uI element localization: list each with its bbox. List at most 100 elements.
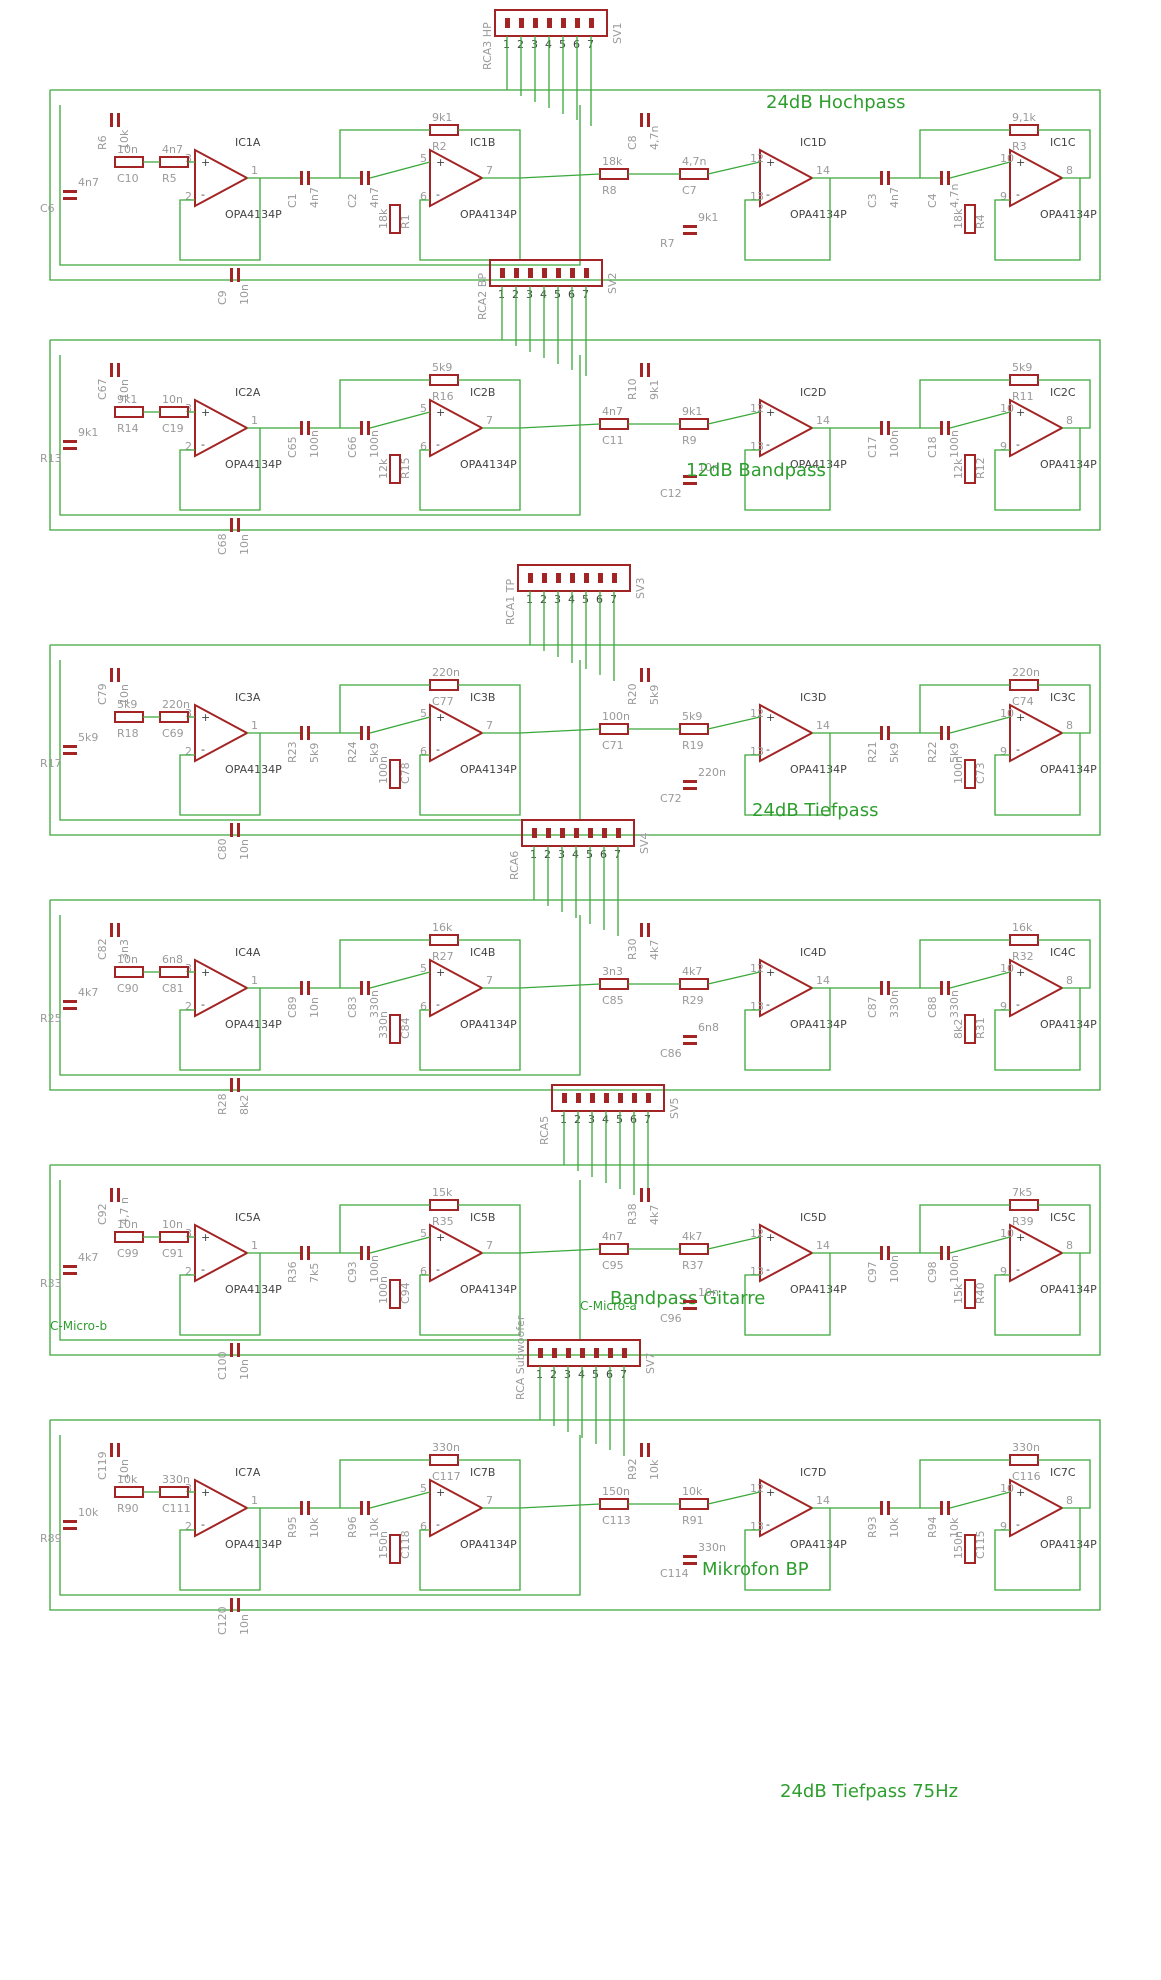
pin-number: 7	[486, 719, 493, 732]
resistor-name: C85	[602, 994, 624, 1007]
resistor-c85	[599, 978, 629, 990]
opamp-type: OPA4134P	[460, 1538, 517, 1551]
pin-number: 1	[251, 974, 258, 987]
resistor-value: 150n	[377, 1531, 390, 1559]
plus-sign: +	[1016, 711, 1025, 724]
opamp-name: IC7D	[800, 1466, 826, 1479]
opamp-name: IC2A	[235, 386, 261, 399]
capacitor-c12	[683, 475, 697, 485]
capacitor-value: 10n	[238, 839, 251, 860]
resistor-name: C69	[162, 727, 184, 740]
opamp-name: IC5A	[235, 1211, 261, 1224]
minus-sign: -	[201, 743, 205, 756]
resistor-value: 16k	[432, 921, 453, 934]
resistor-name: R2	[432, 140, 447, 153]
capacitor-value: 10n	[118, 1459, 131, 1480]
opamp-name: IC3B	[470, 691, 495, 704]
opamp-name: IC3D	[800, 691, 826, 704]
capacitor-c3	[880, 171, 890, 185]
wire	[59, 1180, 581, 1341]
resistor-value: 12k	[377, 458, 390, 479]
capacitor-name: R96	[346, 1516, 359, 1538]
capacitor-r21	[880, 726, 890, 740]
resistor-name: C81	[162, 982, 184, 995]
resistor-r40	[964, 1279, 976, 1309]
pin-number: 14	[816, 974, 830, 987]
capacitor-c1	[300, 171, 310, 185]
capacitor-name: C9	[216, 290, 229, 305]
resistor-name: R32	[1012, 950, 1034, 963]
pin-number: 1	[251, 164, 258, 177]
resistor-c74	[1009, 679, 1039, 691]
minus-sign: -	[201, 188, 205, 201]
resistor-r91	[679, 1498, 709, 1510]
capacitor-value: 5k9	[948, 743, 961, 763]
pin-number: 2	[185, 1265, 192, 1278]
capacitor-c72	[683, 780, 697, 790]
capacitor-value: 330n	[698, 1541, 726, 1554]
resistor-name: R39	[1012, 1215, 1034, 1228]
wire	[744, 1253, 831, 1336]
capacitor-value: 10k	[368, 1517, 381, 1538]
resistor-r39	[1009, 1199, 1039, 1211]
resistor-value: 18k	[952, 208, 965, 229]
capacitor-name: C82	[96, 938, 109, 960]
resistor-c91	[159, 1231, 189, 1243]
pin-number: 12	[750, 402, 764, 415]
capacitor-name: C68	[216, 533, 229, 555]
net-label: C-Micro-b	[50, 1319, 107, 1333]
opamp-type: OPA4134P	[460, 1018, 517, 1031]
plus-sign: +	[201, 966, 210, 979]
plus-sign: +	[766, 1231, 775, 1244]
capacitor-name: C18	[926, 436, 939, 458]
capacitor-c86	[683, 1035, 697, 1045]
minus-sign: -	[766, 743, 770, 756]
resistor-value: 18k	[602, 155, 623, 168]
capacitor-name: C12	[660, 487, 682, 500]
capacitor-value: 5k9	[648, 685, 661, 705]
opamp-type: OPA4134P	[225, 763, 282, 776]
wire	[339, 379, 430, 428]
wire	[419, 1508, 521, 1591]
resistor-name: R8	[602, 184, 617, 197]
pin-number: 5	[420, 707, 427, 720]
minus-sign: -	[1016, 188, 1020, 201]
capacitor-c87	[880, 981, 890, 995]
pin-number: 13	[750, 1265, 764, 1278]
capacitor-value: 8k2	[238, 1095, 251, 1115]
wire	[994, 178, 1081, 261]
opamp-name: IC2C	[1050, 386, 1076, 399]
capacitor-value: 5k9	[368, 743, 381, 763]
capacitor-c82	[110, 923, 120, 937]
resistor-c11	[599, 418, 629, 430]
resistor-value: 10n	[117, 143, 138, 156]
wire	[369, 1491, 431, 1509]
wire	[919, 1459, 1010, 1508]
capacitor-name: C67	[96, 378, 109, 400]
capacitor-value: 9k1	[648, 380, 661, 400]
capacitor-name: C86	[660, 1047, 682, 1060]
capacitor-r33	[63, 1265, 77, 1275]
capacitor-c8	[640, 113, 650, 127]
resistor-r11	[1009, 374, 1039, 386]
resistor-value: 220n	[432, 666, 460, 679]
resistor-value: 4k7	[682, 965, 702, 978]
opamp-type: OPA4134P	[225, 1283, 282, 1296]
resistor-name: R35	[432, 1215, 454, 1228]
wire	[919, 1204, 1010, 1253]
opamp-type: OPA4134P	[225, 208, 282, 221]
wire	[949, 411, 1011, 429]
pin-number: 6	[420, 1520, 427, 1533]
capacitor-name: C120	[216, 1606, 229, 1635]
resistor-name: R4	[974, 214, 987, 229]
capacitor-name: R95	[286, 1516, 299, 1538]
wire	[949, 1236, 1011, 1254]
minus-sign: -	[201, 438, 205, 451]
wire	[339, 684, 430, 733]
wire	[419, 988, 521, 1071]
plus-sign: +	[201, 711, 210, 724]
opamp-name: IC2B	[470, 386, 495, 399]
wire	[519, 423, 601, 429]
